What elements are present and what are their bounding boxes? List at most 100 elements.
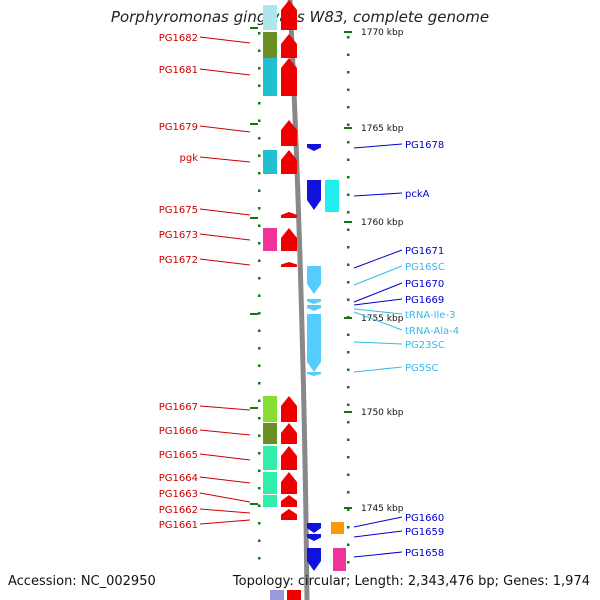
backbone-tick-left: [258, 67, 261, 70]
backbone-tick-right: [347, 53, 350, 56]
gene-category-box[interactable]: [263, 446, 277, 470]
gene-forward-arrow[interactable]: [281, 34, 297, 58]
gene-label-right: PG1678: [405, 140, 444, 151]
gene-reverse-arrow[interactable]: [307, 299, 321, 304]
accession-text: Accession: NC_002950: [8, 574, 156, 589]
scale-major-tick: [344, 411, 352, 413]
label-leader-line: [199, 125, 251, 133]
label-leader-line: [353, 282, 403, 303]
scale-major-tick: [250, 503, 258, 505]
backbone-tick-right: [347, 211, 350, 214]
backbone-tick-left: [258, 539, 261, 542]
gene-forward-arrow[interactable]: [281, 472, 297, 494]
gene-category-box[interactable]: [331, 522, 344, 534]
backbone-tick-right: [347, 281, 350, 284]
gene-reverse-arrow[interactable]: [307, 372, 321, 376]
scale-label: 1765 kbp: [361, 124, 404, 134]
gene-label-right: PG1670: [405, 279, 444, 290]
gene-reverse-arrow[interactable]: [307, 180, 321, 210]
gene-forward-arrow[interactable]: [281, 262, 297, 267]
gene-category-box[interactable]: [263, 58, 277, 96]
backbone-tick-right: [347, 473, 350, 476]
gene-label-left: PG1679: [159, 122, 198, 133]
label-leader-line: [199, 156, 251, 163]
gene-category-box[interactable]: [263, 32, 277, 58]
gene-category-box[interactable]: [263, 396, 277, 422]
backbone-tick-left: [258, 84, 261, 87]
gene-forward-arrow[interactable]: [281, 0, 297, 30]
gene-label-left: PG1682: [159, 33, 198, 44]
gene-forward-arrow[interactable]: [281, 495, 297, 507]
backbone-tick-left: [258, 434, 261, 437]
gene-label-left: pgk: [180, 153, 199, 164]
backbone-tick-left: [258, 469, 261, 472]
gene-reverse-arrow[interactable]: [307, 266, 321, 294]
label-leader-line: [199, 453, 251, 461]
gene-label-left: PG1672: [159, 255, 198, 266]
gene-reverse-arrow[interactable]: [307, 548, 321, 571]
backbone-tick-right: [347, 333, 350, 336]
gene-category-box[interactable]: [263, 228, 277, 251]
backbone-tick-right: [347, 421, 350, 424]
backbone-tick-right: [347, 228, 350, 231]
gene-reverse-arrow[interactable]: [307, 314, 321, 372]
gene-forward-arrow[interactable]: [281, 396, 297, 422]
label-leader-line: [199, 519, 251, 525]
label-leader-line: [199, 68, 251, 76]
label-leader-line: [353, 366, 403, 373]
gene-forward-arrow[interactable]: [281, 58, 297, 96]
gene-category-box[interactable]: [333, 548, 346, 571]
gene-label-right: pckA: [405, 189, 430, 200]
label-leader-line: [199, 258, 251, 266]
scale-major-tick: [344, 221, 352, 223]
backbone-tick-left: [258, 154, 261, 157]
scale-major-tick: [250, 123, 258, 125]
gene-forward-arrow[interactable]: [281, 120, 297, 146]
gene-label-right: PG1659: [405, 527, 444, 538]
backbone-tick-left: [258, 277, 261, 280]
gene-forward-arrow[interactable]: [281, 423, 297, 444]
gene-reverse-arrow[interactable]: [307, 144, 321, 151]
label-leader-line: [199, 492, 251, 503]
scale-major-tick: [250, 217, 258, 219]
gene-category-box[interactable]: [263, 423, 277, 444]
gene-reverse-arrow[interactable]: [307, 305, 321, 311]
backbone-tick-right: [347, 438, 350, 441]
gene-category-box[interactable]: [325, 180, 339, 212]
backbone-tick-left: [258, 189, 261, 192]
gene-label-left: PG1673: [159, 230, 198, 241]
backbone-tick-left: [258, 49, 261, 52]
gene-forward-arrow[interactable]: [281, 150, 297, 174]
backbone-tick-right: [347, 141, 350, 144]
gene-category-box[interactable]: [270, 590, 284, 600]
scale-label: 1755 kbp: [361, 314, 404, 324]
scale-major-tick: [344, 507, 352, 509]
backbone-tick-right: [347, 351, 350, 354]
gene-reverse-arrow[interactable]: [307, 534, 321, 541]
backbone-tick-left: [258, 347, 261, 350]
gene-category-box[interactable]: [263, 472, 277, 494]
gene-forward-arrow[interactable]: [287, 590, 301, 600]
gene-category-box[interactable]: [263, 495, 277, 507]
backbone-tick-right: [347, 123, 350, 126]
scale-major-tick: [344, 127, 352, 129]
gene-category-box[interactable]: [263, 150, 277, 174]
gene-forward-arrow[interactable]: [281, 228, 297, 251]
gene-reverse-arrow[interactable]: [307, 523, 321, 533]
backbone-tick-right: [347, 71, 350, 74]
backbone-tick-left: [258, 224, 261, 227]
gene-category-box[interactable]: [263, 5, 277, 30]
genome-summary-text: Topology: circular; Length: 2,343,476 bp…: [232, 574, 590, 589]
gene-forward-arrow[interactable]: [281, 446, 297, 470]
gene-label-left: PG1663: [159, 489, 198, 500]
backbone-tick-right: [347, 246, 350, 249]
gene-forward-arrow[interactable]: [281, 212, 297, 218]
backbone-tick-right: [347, 193, 350, 196]
backbone-tick-left: [258, 417, 261, 420]
label-leader-line: [199, 476, 251, 484]
gene-forward-arrow[interactable]: [281, 509, 297, 520]
scale-major-tick: [344, 317, 352, 319]
backbone-tick-right: [347, 386, 350, 389]
backbone-tick-left: [258, 504, 261, 507]
